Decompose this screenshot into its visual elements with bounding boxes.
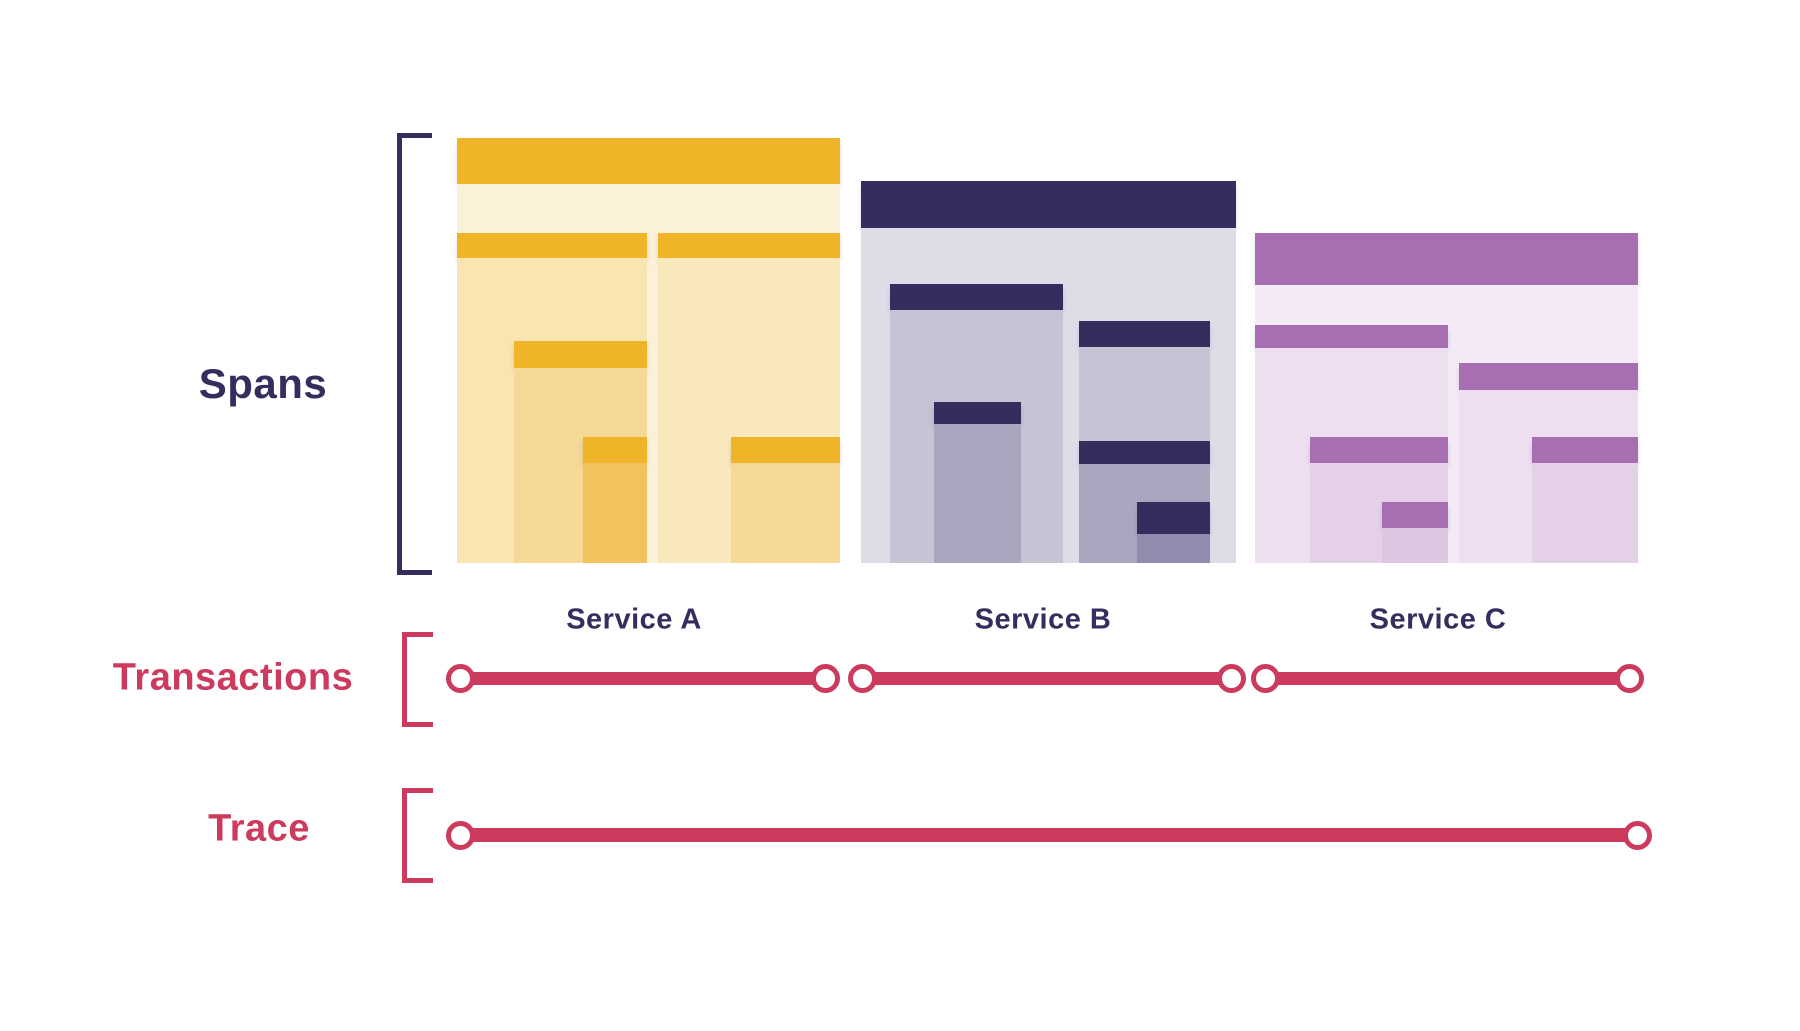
service-c-label: Service C [1369, 603, 1507, 636]
service-a-span-depth3-header [731, 437, 840, 463]
transaction-end-circle-1 [810, 663, 840, 693]
transaction-end-circle-2 [1216, 663, 1246, 693]
spans-label: Spans [198, 360, 328, 407]
service-b-label: Service B [974, 603, 1112, 636]
service-c-span-depth3-body [1532, 463, 1638, 563]
service-b-span-depth3-body [934, 424, 1021, 563]
service-c-span-depth2-header [1459, 363, 1638, 390]
service-b-span-depth4-header [1137, 502, 1210, 534]
service-a-span-depth4-header [583, 437, 647, 463]
service-a-span-depth3-header [514, 341, 647, 368]
trace-bracket [402, 788, 433, 883]
service-a-span-depth4-body [583, 463, 647, 563]
transaction-line-service-b [862, 671, 1231, 685]
transaction-line-service-a [460, 671, 825, 685]
service-c-span-depth2-header [1255, 325, 1448, 348]
service-a-span-depth2-header [658, 233, 840, 258]
transaction-end-circle-3 [1614, 663, 1644, 693]
transaction-line-service-c [1265, 671, 1629, 685]
service-c-span-depth3-header [1310, 437, 1448, 463]
trace-line [460, 828, 1637, 842]
service-a-span-depth2-header [457, 233, 647, 258]
transactions-bracket [402, 632, 433, 727]
trace-label: Trace [208, 807, 310, 850]
service-b-span-depth3-header [1079, 441, 1210, 464]
service-c-span-depth3-header [1532, 437, 1638, 463]
service-b-span-depth4-body [1137, 534, 1210, 563]
service-c-span-depth4-header [1382, 502, 1448, 528]
service-b-span-depth3-header [934, 402, 1021, 424]
transaction-start-circle-1 [445, 663, 475, 693]
service-b-span-depth2-header [890, 284, 1063, 310]
service-a-span-depth1-header [457, 138, 840, 184]
transaction-start-circle-2 [847, 663, 877, 693]
spans-bracket [397, 133, 432, 575]
service-b-span-depth1-header [861, 181, 1236, 228]
service-c-span-depth4-body [1382, 528, 1448, 563]
service-b-span-depth2-header [1079, 321, 1210, 347]
service-a-label: Service A [566, 603, 702, 636]
trace-start-circle [445, 820, 475, 850]
transaction-start-circle-3 [1250, 663, 1280, 693]
service-c-span-depth1-header [1255, 233, 1638, 285]
transactions-label: Transactions [112, 656, 354, 699]
service-a-span-depth3-body [731, 463, 840, 563]
trace-end-circle [1622, 820, 1652, 850]
